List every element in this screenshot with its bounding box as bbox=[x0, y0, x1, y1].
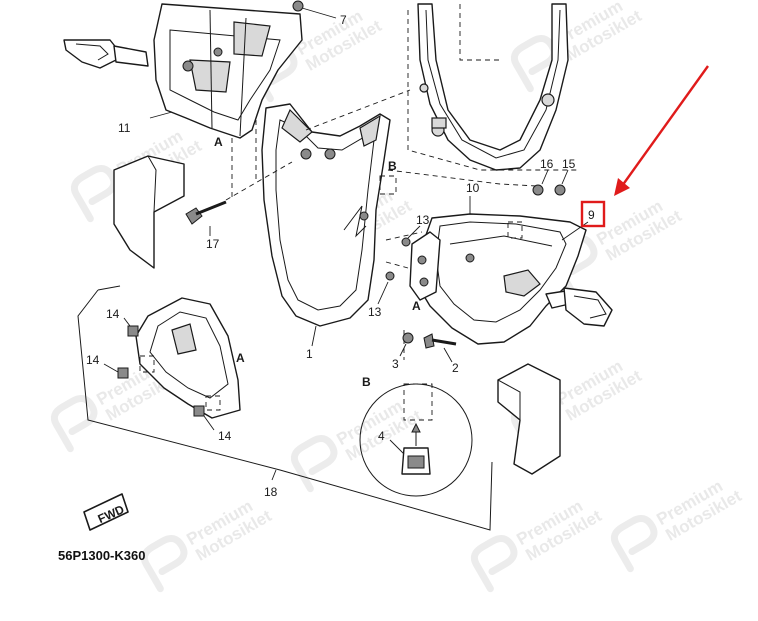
turn-signal-left bbox=[63, 39, 149, 69]
bolt-7 bbox=[292, 0, 337, 19]
bolts-2-3 bbox=[399, 332, 457, 363]
letter-a-left: A bbox=[236, 351, 245, 365]
callout-13-upper: 13 bbox=[416, 213, 430, 227]
set-outline-18 bbox=[77, 285, 493, 531]
lower-panel-18 bbox=[103, 297, 241, 431]
callout-18: 18 bbox=[264, 485, 278, 499]
letter-b-cowl: B bbox=[388, 159, 397, 173]
front-cowl-1 bbox=[261, 103, 391, 347]
bracket-10 bbox=[409, 196, 471, 301]
callout-14-bottom: 14 bbox=[218, 429, 232, 443]
letter-b-detail: B bbox=[362, 375, 371, 389]
side-plate-right bbox=[497, 363, 561, 475]
bolt-17 bbox=[185, 161, 293, 236]
side-cover-9 bbox=[417, 213, 589, 345]
watermark-logo-icon bbox=[470, 534, 518, 593]
letter-a-right: A bbox=[412, 299, 421, 313]
letter-a-top: A bbox=[214, 135, 223, 149]
watermark-logo-icon bbox=[140, 534, 188, 593]
fwd-badge: FWD bbox=[83, 493, 129, 531]
detail-letters: A A A B B bbox=[214, 135, 421, 389]
watermark-logo-icon bbox=[50, 394, 98, 453]
callout-1: 1 bbox=[306, 347, 313, 361]
watermark-logo-icon bbox=[610, 514, 658, 573]
callout-14-top: 14 bbox=[106, 307, 120, 321]
callout-10: 10 bbox=[466, 181, 480, 195]
detail-b-circle bbox=[359, 383, 473, 497]
bolts-13 bbox=[377, 225, 421, 305]
highlight-arrow bbox=[580, 65, 709, 228]
callout-3: 3 bbox=[392, 357, 399, 371]
frame-bracket bbox=[407, 3, 580, 171]
callout-13-lower: 13 bbox=[368, 305, 382, 319]
callout-2: 2 bbox=[452, 361, 459, 375]
catalog-code: 56P1300-K360 bbox=[58, 548, 145, 563]
turn-signal-right bbox=[545, 287, 613, 327]
side-plate-left bbox=[113, 155, 185, 269]
callout-14-mid: 14 bbox=[86, 353, 100, 367]
callout-labels: 7 11 17 1 10 13 13 16 15 9 3 2 14 14 14 … bbox=[86, 13, 595, 499]
callout-15: 15 bbox=[562, 157, 576, 171]
inner-panel-11 bbox=[149, 3, 303, 139]
callout-11: 11 bbox=[118, 121, 131, 135]
bolts-15-16 bbox=[532, 169, 569, 196]
callout-7: 7 bbox=[340, 13, 347, 27]
callout-9: 9 bbox=[588, 208, 595, 222]
callout-16: 16 bbox=[540, 157, 554, 171]
callout-17: 17 bbox=[206, 237, 220, 251]
callout-4: 4 bbox=[378, 429, 385, 443]
watermark-logo-icon bbox=[70, 164, 118, 223]
clip-b-on-cowl bbox=[379, 175, 397, 195]
watermark-logo-icon bbox=[290, 434, 338, 493]
